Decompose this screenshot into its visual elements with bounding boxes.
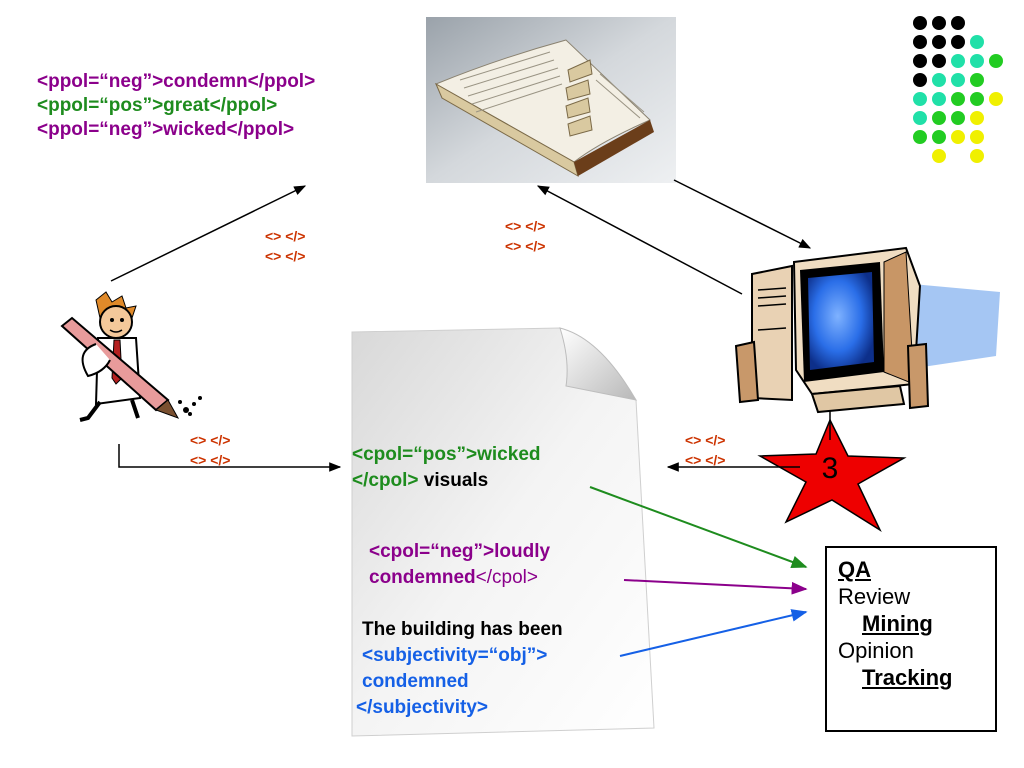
obj-to-apps-arrow — [619, 609, 808, 657]
grid-dot — [951, 73, 965, 87]
grid-dot — [932, 92, 946, 106]
pos-close-tag: </cpol> — [352, 470, 419, 491]
grid-dot — [951, 111, 965, 125]
app-tracking: Tracking — [862, 665, 953, 690]
grid-dot — [970, 111, 984, 125]
grid-dot — [913, 92, 927, 106]
grid-dot — [932, 16, 946, 30]
grid-dot — [932, 130, 946, 144]
lexicon-list: <ppol=“neg”>condemn</ppol> <ppol=“pos”>g… — [37, 70, 315, 142]
neg-word: condemned — [369, 567, 476, 588]
dot-grid-icon — [913, 16, 1003, 163]
book-to-computer-arrow — [673, 179, 812, 249]
applications-box: QA Review Mining Opinion Tracking — [825, 546, 997, 732]
star-label: 3 — [822, 452, 839, 485]
pos-rest-text: visuals — [418, 470, 489, 491]
grid-dot — [913, 35, 927, 49]
grid-dot — [970, 35, 984, 49]
pos-to-apps-arrow — [589, 486, 808, 569]
tag-pair-lexicon-computer: <> </> <> </> — [505, 216, 545, 256]
app-opinion: Opinion — [838, 638, 914, 663]
grid-dot — [951, 35, 965, 49]
app-review: Review — [838, 584, 911, 609]
computer-icon — [734, 246, 1000, 414]
grid-dot — [913, 111, 927, 125]
grid-dot — [970, 130, 984, 144]
empty-tag: <> </> — [265, 248, 306, 264]
tag-pair-writer-lexicon: <> </> <> </> — [265, 226, 305, 266]
tag-pair-writer-document: <> </> <> </> — [190, 430, 230, 470]
obj-sentence: The building has been — [362, 619, 563, 640]
lexicon-entry: <ppol=“neg”>wicked</ppol> — [37, 119, 295, 140]
neg-close-tag: </cpol> — [475, 567, 538, 588]
grid-dot — [932, 73, 946, 87]
neg-to-apps-arrow — [623, 579, 808, 595]
obj-close-tag: </subjectivity> — [356, 697, 489, 718]
empty-tag: <> </> — [505, 238, 546, 254]
lexicon-entry: <ppol=“neg”>condemn</ppol> — [37, 71, 316, 92]
empty-tag: <> </> — [685, 452, 726, 468]
lexicon-entry: <ppol=“pos”>great</ppol> — [37, 95, 278, 116]
grid-dot — [932, 35, 946, 49]
grid-dot — [989, 54, 1003, 68]
writer-with-pen-icon — [60, 291, 202, 422]
doc-neg-annotation: <cpol=“neg”>loudly condemned</cpol> — [369, 539, 550, 591]
open-book-icon — [426, 17, 676, 183]
empty-tag: <> </> — [265, 228, 306, 244]
app-mining: Mining — [862, 611, 933, 636]
doc-obj-annotation: The building has been <subjectivity=“obj… — [356, 617, 563, 721]
neg-open-tag: <cpol=“neg”>loudly — [369, 541, 551, 562]
pos-open-tag: <cpol=“pos”>wicked — [352, 444, 541, 465]
doc-pos-annotation: <cpol=“pos”>wicked </cpol> visuals — [352, 442, 541, 494]
tag-pair-computer-document: <> </> <> </> — [685, 430, 725, 470]
grid-dot — [951, 92, 965, 106]
grid-dot — [932, 111, 946, 125]
grid-dot — [951, 16, 965, 30]
grid-dot — [913, 130, 927, 144]
obj-open-tag: <subjectivity=“obj”> — [362, 645, 548, 666]
empty-tag: <> </> — [505, 218, 546, 234]
writer-to-lexicon-arrow — [110, 185, 307, 282]
grid-dot — [932, 149, 946, 163]
grid-dot — [970, 92, 984, 106]
grid-dot — [970, 73, 984, 87]
obj-word: condemned — [362, 671, 469, 692]
grid-dot — [951, 130, 965, 144]
grid-dot — [913, 54, 927, 68]
book-computer-arrow — [536, 185, 743, 295]
grid-dot — [970, 54, 984, 68]
empty-tag: <> </> — [190, 432, 231, 448]
app-qa: QA — [838, 557, 871, 582]
writer-to-document-arrow — [118, 444, 342, 472]
grid-dot — [989, 92, 1003, 106]
grid-dot — [970, 149, 984, 163]
document-page-icon — [351, 327, 655, 737]
grid-dot — [913, 16, 927, 30]
empty-tag: <> </> — [190, 452, 231, 468]
grid-dot — [913, 73, 927, 87]
grid-dot — [951, 54, 965, 68]
star-icon — [757, 418, 907, 533]
grid-dot — [932, 54, 946, 68]
empty-tag: <> </> — [685, 432, 726, 448]
